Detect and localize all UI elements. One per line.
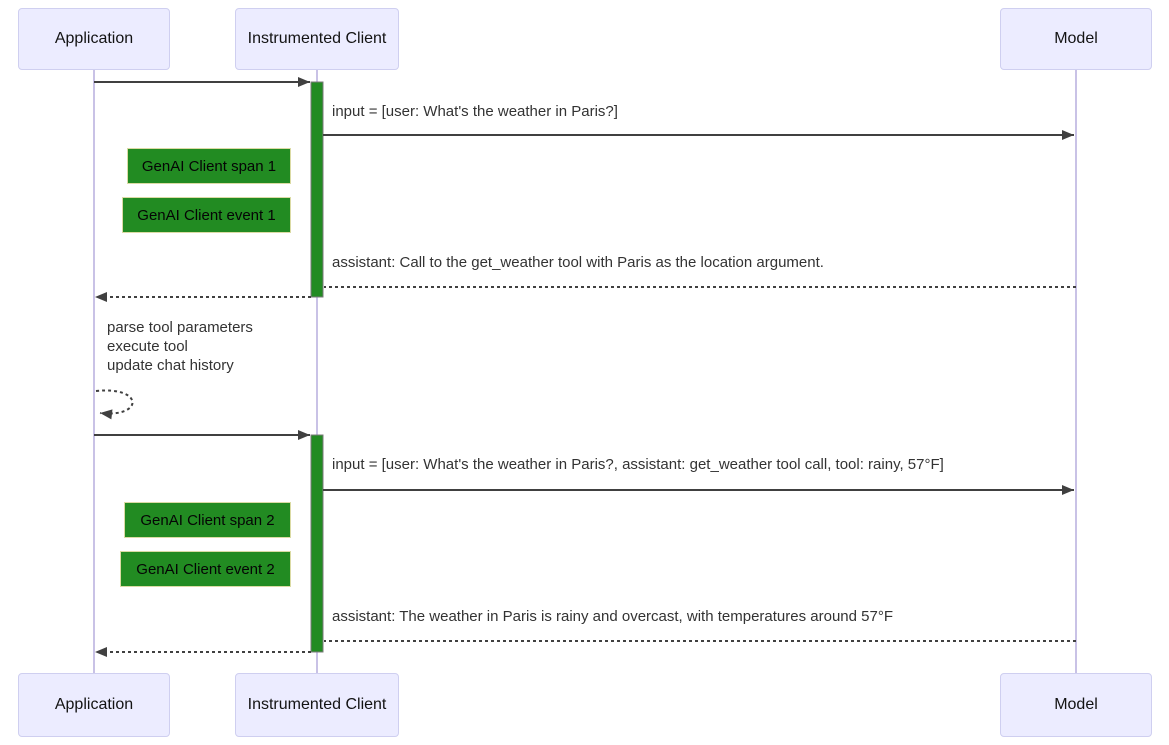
actor-label: Instrumented Client: [247, 30, 387, 47]
actor-model-top: Model: [1000, 8, 1152, 70]
activation-bar-1: [310, 81, 324, 298]
note-label: GenAI Client span 1: [141, 157, 277, 175]
activation-bar-2: [310, 434, 324, 653]
message-label-request-2: input = [user: What's the weather in Par…: [332, 456, 944, 473]
activation-bars: [310, 81, 324, 653]
actor-application-bottom: Application: [18, 673, 170, 737]
actor-label: Application: [54, 696, 134, 713]
note-genai-client-event-1: GenAI Client event 1: [122, 197, 291, 233]
message-label-request-1: input = [user: What's the weather in Par…: [332, 103, 618, 120]
note-label: GenAI Client span 2: [140, 511, 275, 529]
note-genai-client-span-1: GenAI Client span 1: [127, 148, 291, 184]
process-text-block: parse tool parameters execute tool updat…: [107, 318, 253, 375]
message-arrows: [94, 77, 1076, 657]
note-label: GenAI Client event 1: [137, 206, 276, 224]
actor-label: Application: [54, 30, 134, 47]
message-label-response-2: assistant: The weather in Paris is rainy…: [332, 608, 893, 625]
actor-label: Model: [1054, 696, 1098, 713]
note-label: GenAI Client event 2: [136, 560, 275, 578]
actor-instrumented-client-top: Instrumented Client: [235, 8, 399, 70]
actor-model-bottom: Model: [1000, 673, 1152, 737]
actor-instrumented-client-bottom: Instrumented Client: [235, 673, 399, 737]
actor-label: Model: [1054, 30, 1098, 47]
self-loop-application: [95, 389, 134, 420]
message-label-response-1: assistant: Call to the get_weather tool …: [332, 254, 824, 271]
actor-label: Instrumented Client: [247, 696, 387, 713]
process-line: execute tool: [107, 338, 188, 355]
process-line: parse tool parameters: [107, 319, 253, 336]
note-genai-client-event-2: GenAI Client event 2: [120, 551, 291, 587]
process-line: update chat history: [107, 357, 234, 374]
note-genai-client-span-2: GenAI Client span 2: [124, 502, 291, 538]
actor-application-top: Application: [18, 8, 170, 70]
